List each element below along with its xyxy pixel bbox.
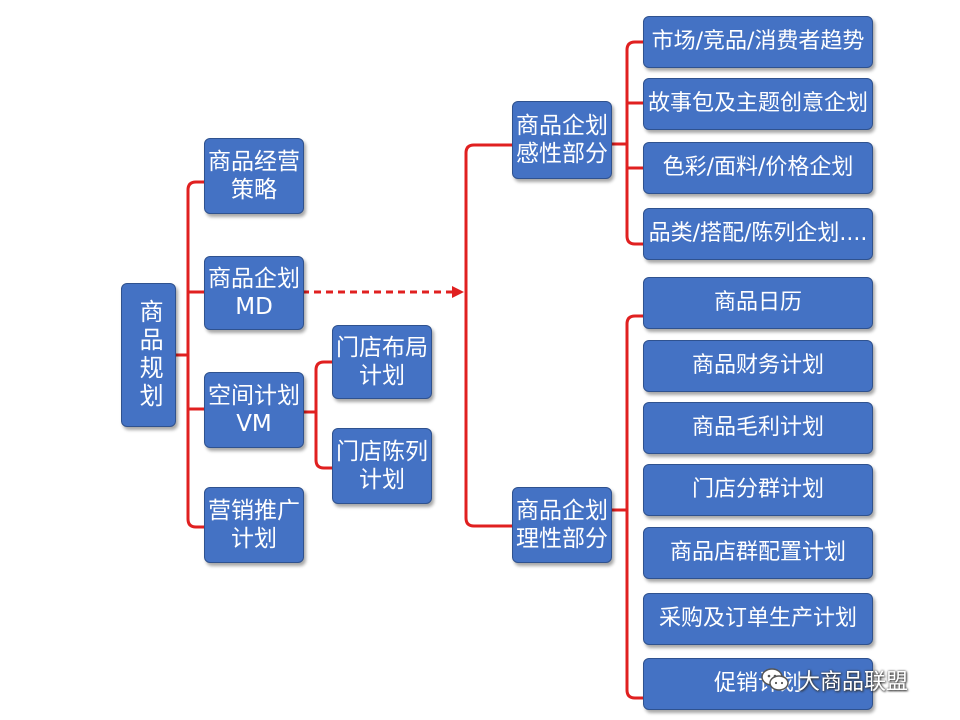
connector-md-groups-bracket <box>464 143 514 528</box>
item-product-calendar-label: 商品日历 <box>713 289 802 315</box>
root-node: 商品规划 <box>121 283 176 427</box>
node-marketing-label: 营销推广 计划 <box>208 497 300 552</box>
watermark-text: 大商品联盟 <box>798 670 909 695</box>
item-financial-plan-label: 商品财务计划 <box>691 352 824 378</box>
item-market-trends: 市场/竞品/消费者趋势 <box>643 16 873 68</box>
node-vm-label: 空间计划 VM <box>208 382 300 437</box>
watermark: 大商品联盟 <box>760 660 908 700</box>
node-md-perceptual: 商品企划 感性部分 <box>512 101 612 179</box>
node-md-label: 商品企划 MD <box>208 265 300 320</box>
item-store-cluster-label: 门店分群计划 <box>691 476 824 502</box>
connector-vm-bracket <box>314 360 334 470</box>
item-margin-plan-label: 商品毛利计划 <box>691 414 824 440</box>
item-color-fabric-price: 色彩/面料/价格企划 <box>643 142 873 194</box>
item-product-calendar: 商品日历 <box>643 277 873 329</box>
node-md: 商品企划 MD <box>204 256 304 330</box>
connector-rational-bracket <box>625 314 645 700</box>
item-cluster-allocation: 商品店群配置计划 <box>643 527 873 579</box>
node-store-display-label: 门店陈列 计划 <box>336 438 428 493</box>
item-category-display-label: 品类/搭配/陈列企划.... <box>648 220 868 246</box>
item-category-display: 品类/搭配/陈列企划.... <box>643 208 873 260</box>
item-cluster-allocation-label: 商品店群配置计划 <box>669 539 846 565</box>
node-store-layout: 门店布局 计划 <box>332 325 432 399</box>
item-purchase-production: 采购及订单生产计划 <box>643 593 873 645</box>
item-financial-plan: 商品财务计划 <box>643 340 873 392</box>
node-vm: 空间计划 VM <box>204 372 304 448</box>
node-business-strategy-label: 商品经营 策略 <box>208 148 300 203</box>
root-label: 商品规划 <box>135 299 164 411</box>
node-store-layout-label: 门店布局 计划 <box>336 334 428 389</box>
connector-level1-bracket <box>186 180 206 529</box>
connector-perceptual-bracket <box>625 40 645 246</box>
item-store-cluster: 门店分群计划 <box>643 464 873 516</box>
md-arrow-head <box>452 286 464 298</box>
item-color-fabric-price-label: 色彩/面料/价格企划 <box>662 154 854 180</box>
node-store-display: 门店陈列 计划 <box>332 428 432 504</box>
node-md-rational: 商品企划 理性部分 <box>512 487 612 563</box>
node-marketing: 营销推广 计划 <box>204 487 304 563</box>
node-business-strategy: 商品经营 策略 <box>204 138 304 214</box>
node-md-perceptual-label: 商品企划 感性部分 <box>516 112 608 167</box>
item-market-trends-label: 市场/竞品/消费者趋势 <box>651 28 865 54</box>
node-md-rational-label: 商品企划 理性部分 <box>516 497 608 552</box>
item-story-theme-label: 故事包及主题创意企划 <box>647 90 868 116</box>
item-purchase-production-label: 采购及订单生产计划 <box>658 605 857 631</box>
wechat-icon <box>761 668 789 691</box>
item-margin-plan: 商品毛利计划 <box>643 402 873 454</box>
item-story-theme: 故事包及主题创意企划 <box>643 78 873 130</box>
